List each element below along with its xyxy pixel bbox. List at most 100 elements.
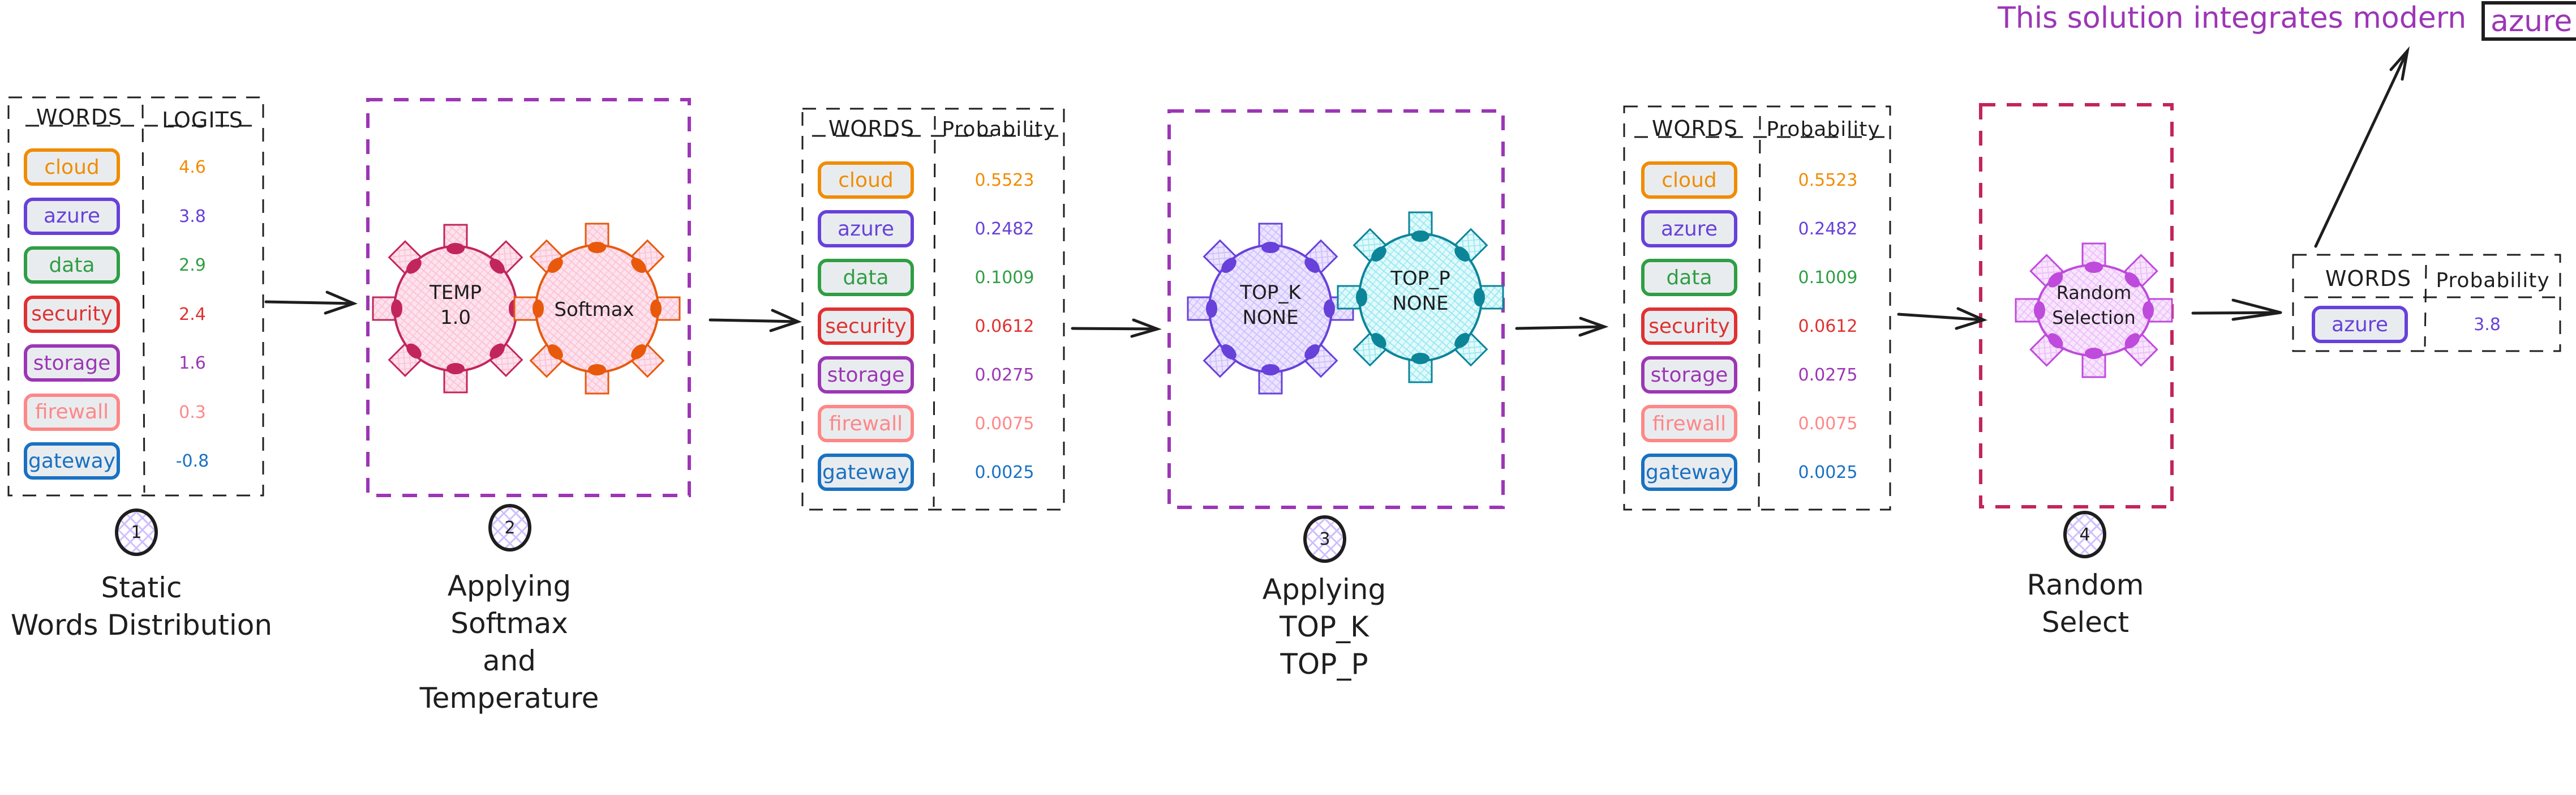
gear-nub [2034, 301, 2045, 319]
gear-nub [1324, 300, 1335, 318]
gear-nub [631, 344, 646, 360]
word-value-firewall: 0.0075 [1798, 414, 1858, 434]
arrow-table3-to-4 [1897, 307, 1988, 330]
step-3-caption-line: TOP_K [1280, 610, 1369, 643]
gear-nub [548, 258, 563, 273]
gear-nub [1206, 300, 1217, 318]
word-chip-storage: storage [24, 344, 120, 382]
word-chip-cloud: cloud [818, 161, 914, 199]
gear-temp-label-line1: TEMP [429, 281, 482, 304]
gear-nub [1474, 288, 1485, 306]
word-chip-storage: storage [818, 356, 914, 394]
flow-arrows [264, 46, 2410, 338]
word-value-security: 0.0612 [1798, 317, 1858, 336]
gear-random-label: Random Selection [2043, 280, 2145, 330]
word-chip-gateway: gateway [1641, 454, 1737, 491]
word-chip-firewall: firewall [24, 393, 120, 431]
step-1-caption-line: Static [101, 571, 182, 604]
arrow-2-to-table2 [709, 309, 802, 332]
word-chip-security: security [818, 307, 914, 345]
gear-softmax-label: Softmax [552, 297, 637, 322]
gear-nub [2047, 333, 2063, 349]
word-value-gateway: 0.0025 [974, 463, 1034, 482]
word-value-gateway: -0.8 [175, 451, 209, 471]
gear-top-p-icon [1337, 211, 1504, 383]
word-value-storage: 0.0275 [974, 365, 1034, 385]
step-3-badge: 3 [1303, 515, 1346, 563]
gear-nub [2143, 301, 2154, 319]
softmax-table-frame [801, 108, 1065, 511]
step-1-caption: Static Words Distribution [0, 569, 283, 644]
step-2-caption-line: Applying [447, 570, 572, 602]
word-chip-azure: azure [24, 197, 120, 235]
gear-nub [548, 344, 563, 360]
column-header-words: WORDS [828, 116, 915, 141]
step-4-caption-line: Select [2041, 606, 2130, 639]
column-header-probability: Probability [1766, 118, 1881, 141]
gear-temp-label-line2: 1.0 [440, 306, 471, 329]
column-header-probability: Probability [2436, 269, 2550, 292]
gear-top-k-label-line2: NONE [1242, 306, 1299, 329]
step-3-caption-line: TOP_P [1280, 648, 1368, 681]
gear-nub [2124, 272, 2140, 288]
word-value-azure: 3.8 [2474, 315, 2501, 335]
gear-softmax-label-line1: Softmax [554, 298, 634, 321]
step-2-caption: Applying Softmax and Temperature [396, 567, 622, 717]
word-chip-azure: azure [2312, 306, 2408, 343]
gear-nub [1454, 333, 1470, 348]
gear-nub [446, 243, 465, 254]
gear-nub [1371, 246, 1386, 262]
step-4-caption-line: Random [2027, 569, 2144, 601]
step-2-caption-line: and [482, 644, 536, 677]
column-header-probability: Probability [942, 118, 1056, 141]
gear-nub [2085, 262, 2103, 273]
gear-random-label-line2: Selection [2052, 307, 2136, 328]
gear-top-p-label-line2: NONE [1392, 292, 1449, 315]
word-chip-azure: azure [1641, 210, 1737, 247]
word-chip-data: data [24, 246, 120, 284]
word-chip-cloud: cloud [24, 148, 120, 186]
gear-nub [406, 343, 422, 359]
column-header-words: WORDS [36, 105, 123, 130]
word-chip-storage: storage [1641, 356, 1737, 394]
gear-nub [2047, 272, 2063, 288]
gear-nub [1261, 364, 1280, 375]
arrow-result-to-title [2314, 46, 2410, 248]
gear-nub [588, 242, 606, 253]
step-1-caption-line: Words Distribution [10, 609, 273, 642]
gear-nub [490, 343, 505, 359]
column-header-logits: LOGITS [162, 108, 243, 132]
word-value-storage: 0.0275 [1798, 365, 1858, 385]
gear-nub [446, 363, 465, 374]
word-chip-security: security [1641, 307, 1737, 345]
arrow-table2-to-3 [1071, 318, 1162, 338]
selected-table-frame [2292, 254, 2561, 352]
gear-nub [2085, 348, 2103, 359]
step-4-caption: Random Select [2015, 566, 2156, 641]
logits-table-frame [7, 96, 264, 497]
word-value-data: 2.9 [179, 255, 206, 275]
gear-nub [1304, 258, 1320, 273]
gear-top-p-label: TOP_P NONE [1378, 266, 1463, 316]
gear-temp-label: TEMP 1.0 [419, 280, 492, 330]
word-value-cloud: 4.6 [179, 157, 206, 177]
word-value-cloud: 0.5523 [1798, 170, 1858, 190]
word-chip-firewall: firewall [818, 405, 914, 442]
word-value-security: 2.4 [179, 304, 206, 324]
gear-tooth [1258, 370, 1283, 395]
word-chip-data: data [1641, 259, 1737, 296]
gear-nub [1454, 246, 1470, 262]
gear-top-k-label-line1: TOP_K [1240, 281, 1301, 304]
word-value-azure: 3.8 [179, 206, 206, 226]
word-chip-security: security [24, 295, 120, 333]
filtered-table-frame [1623, 105, 1891, 511]
gear-nub [1411, 230, 1429, 242]
gear-nub [650, 300, 662, 318]
gear-nub [588, 364, 606, 375]
gear-nub [533, 300, 544, 318]
gear-nub [1356, 288, 1367, 306]
step-2-caption-line: Temperature [419, 682, 599, 715]
gear-nub [406, 258, 422, 274]
step-2-caption-line: Softmax [450, 607, 568, 640]
